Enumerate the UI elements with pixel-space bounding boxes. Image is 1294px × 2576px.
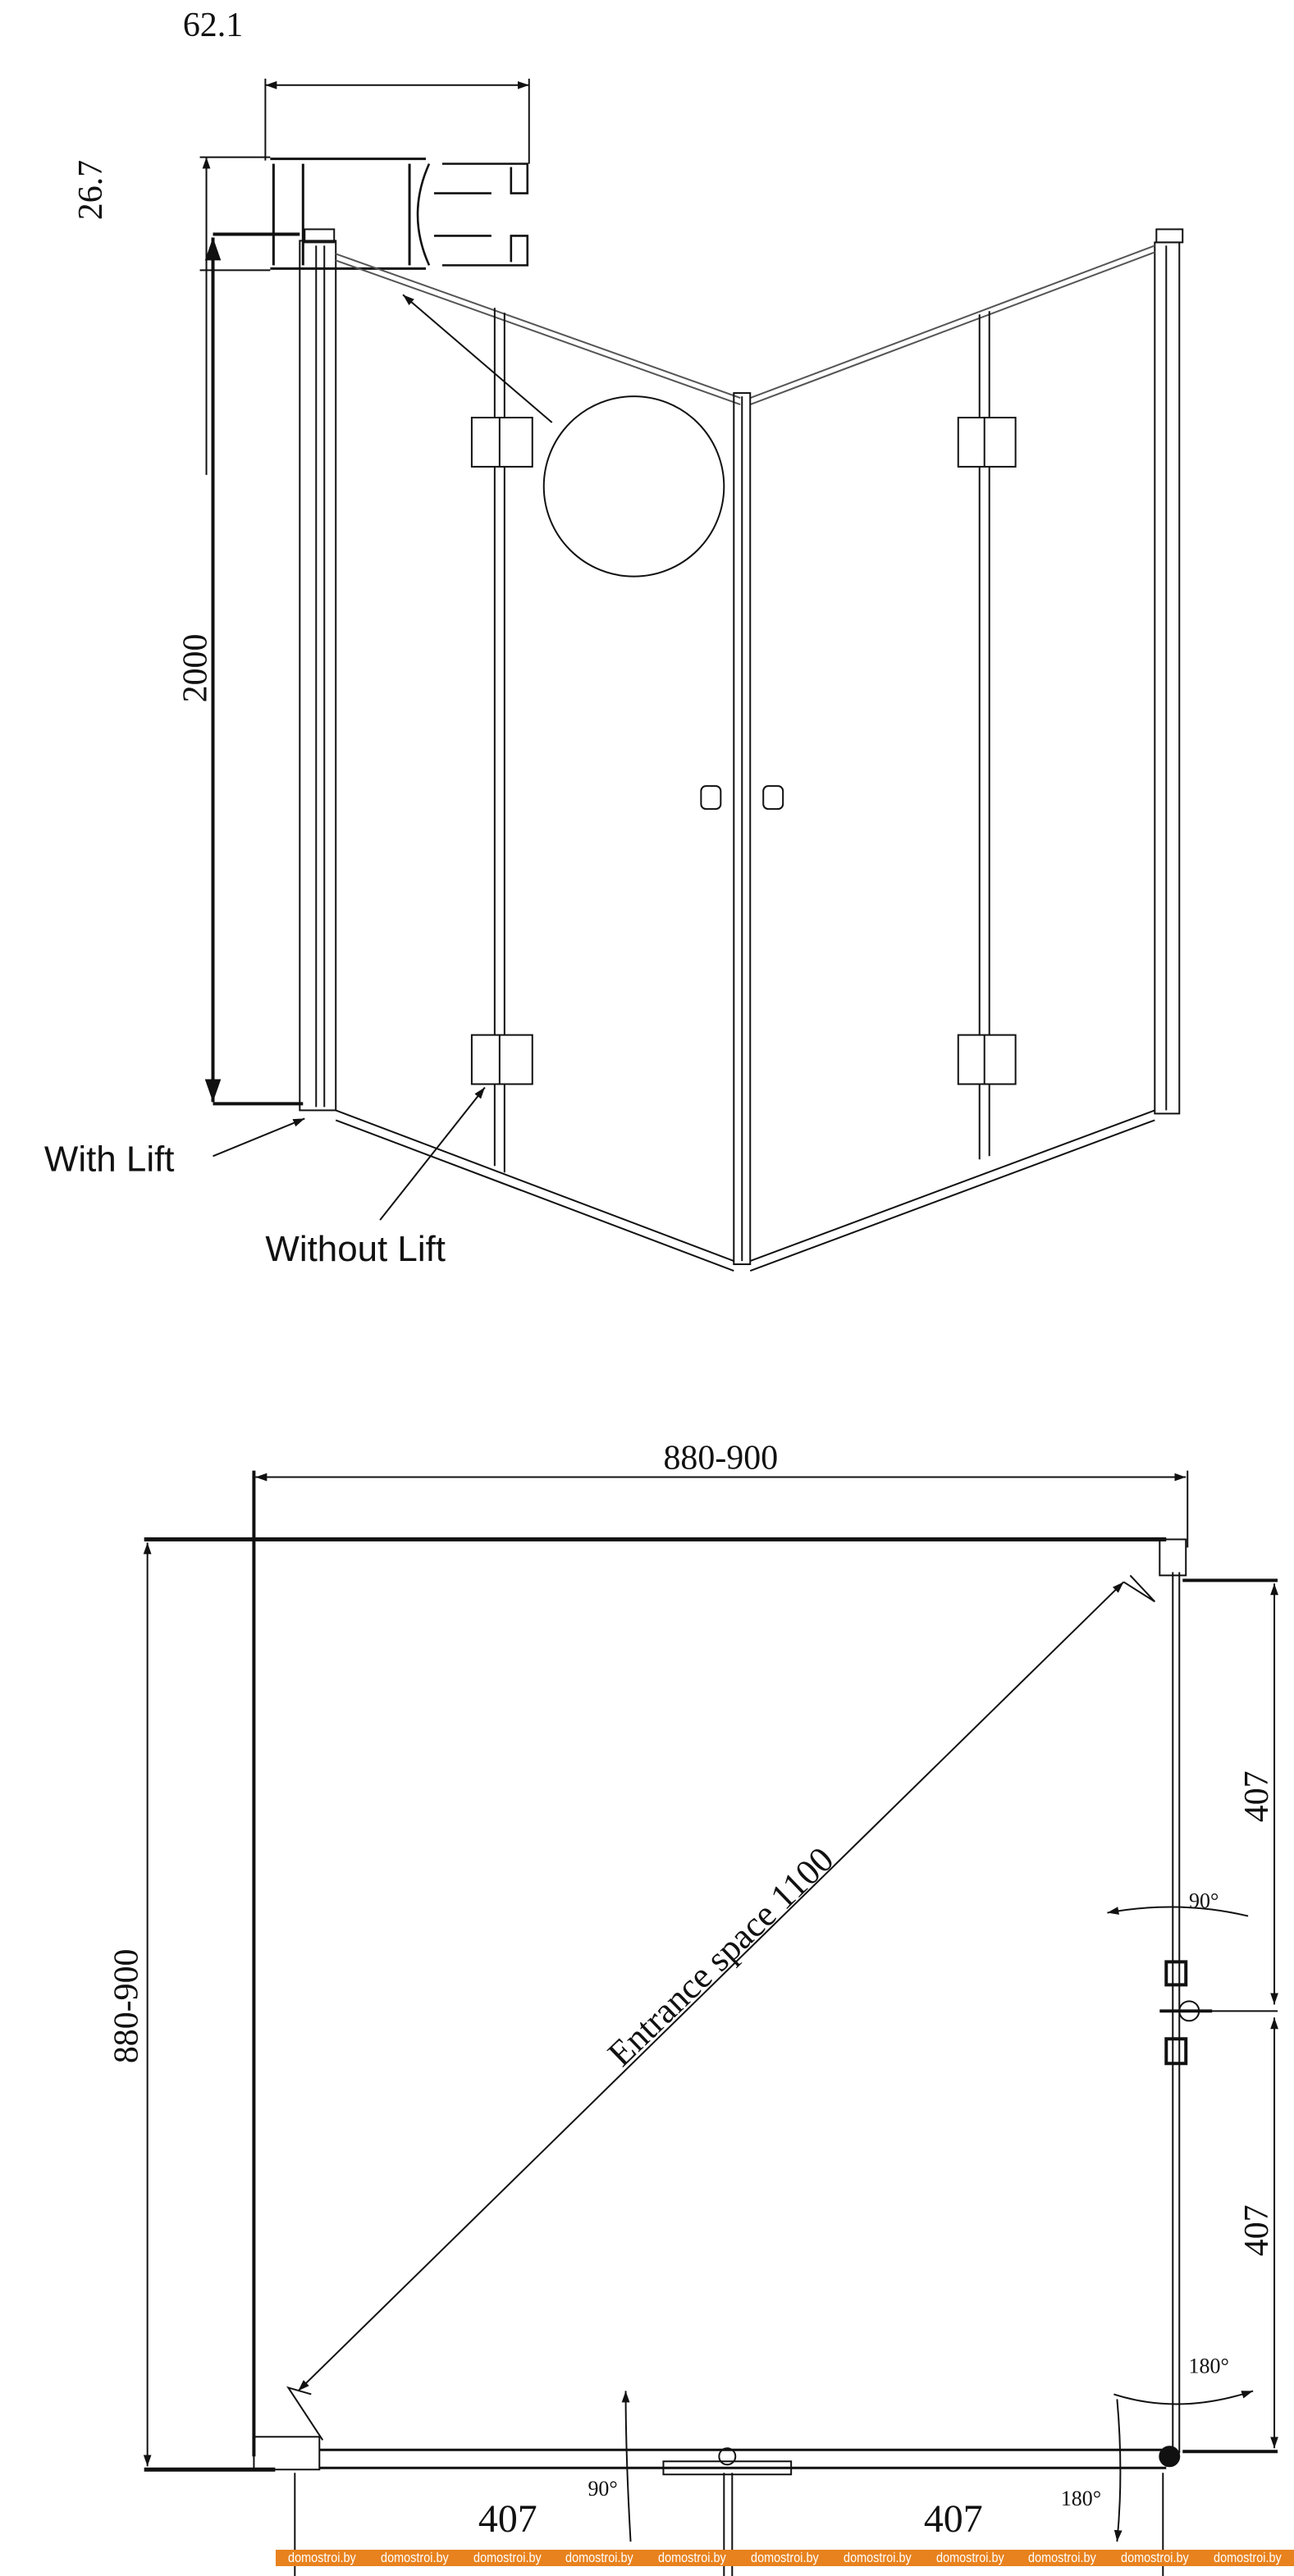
watermark-text: domostroi.by: [380, 2550, 449, 2565]
height-dimension-label: 2000: [177, 634, 215, 703]
entrance-space-label: Entrance space 1100: [601, 1839, 841, 2074]
angle-label: 90°: [588, 2477, 617, 2501]
watermark-text: domostroi.by: [751, 2550, 819, 2565]
elevation-view: [204, 228, 1184, 1272]
knob-icon: [700, 785, 784, 811]
watermark-text: domostroi.by: [1028, 2550, 1097, 2565]
bottom-left-dimension: 407: [478, 2497, 537, 2541]
profile-width-label: 62.1: [183, 7, 243, 44]
bottom-right-dimension: 407: [924, 2497, 983, 2541]
hinge-icon: [470, 417, 533, 468]
profile-height-label: 26.7: [72, 160, 110, 220]
watermark-text: domostroi.by: [1214, 2550, 1282, 2565]
watermark-band: domostroi.by domostroi.by domostroi.by d…: [276, 2550, 1294, 2566]
plan-width-label: 880-900: [663, 1440, 778, 1478]
plan-depth-label: 880-900: [108, 1948, 146, 2063]
watermark-text: domostroi.by: [935, 2550, 1004, 2565]
watermark-text: domostroi.by: [1121, 2550, 1189, 2565]
hinge-icon: [957, 1034, 1017, 1085]
watermark-text: domostroi.by: [565, 2550, 634, 2565]
right-lower-dimension: 407: [1238, 2204, 1276, 2256]
with-lift-label: With Lift: [44, 1139, 175, 1179]
hinge-icon: [470, 1034, 533, 1085]
right-upper-dimension: 407: [1238, 1770, 1276, 1822]
hinge-icon: [957, 417, 1017, 468]
watermark-text: domostroi.by: [658, 2550, 726, 2565]
watermark-text: domostroi.by: [473, 2550, 542, 2565]
profile-detail: [199, 78, 725, 578]
angle-label: 90°: [1189, 1889, 1219, 1913]
watermark-text: domostroi.by: [843, 2550, 912, 2565]
angle-label: 180°: [1061, 2487, 1101, 2510]
plan-view: [143, 1470, 1278, 2576]
angle-label: 180°: [1189, 2354, 1229, 2377]
without-lift-label: Without Lift: [265, 1229, 446, 1269]
watermark-text: domostroi.by: [288, 2550, 356, 2565]
